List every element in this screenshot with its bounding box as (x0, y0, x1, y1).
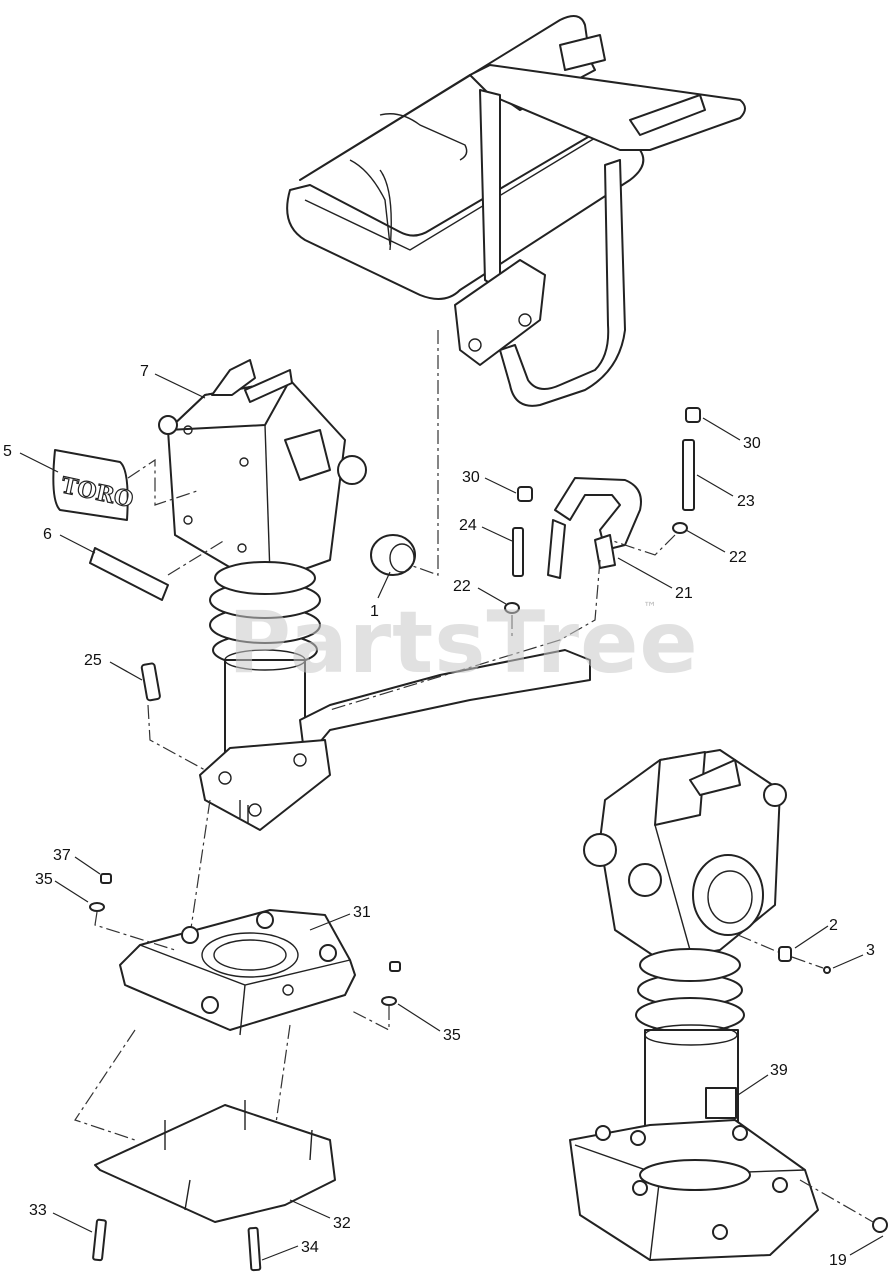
callout-6: 6 (43, 526, 52, 543)
part-23-bolt (682, 439, 695, 511)
callout-31: 31 (353, 904, 371, 921)
part-35a-washer (89, 902, 105, 912)
part-37-nut (100, 873, 112, 884)
part-22b-washer (672, 522, 688, 534)
callout-2: 2 (829, 917, 838, 934)
watermark: PartsTree ™ (228, 593, 699, 693)
part-30a-cap (517, 486, 533, 502)
part-35b-washer (381, 961, 401, 1006)
callout-32: 32 (333, 1215, 351, 1232)
callout-37: 37 (53, 847, 71, 864)
callout-22a: 22 (453, 578, 471, 595)
callout-24: 24 (459, 517, 477, 534)
callout-39: 39 (770, 1062, 788, 1079)
part-30b-cap (685, 407, 701, 423)
part-1-buffer (370, 534, 416, 576)
part-6-label (89, 547, 169, 601)
callout-34: 34 (301, 1239, 319, 1256)
callout-35a: 35 (35, 871, 53, 888)
callout-22b: 22 (729, 549, 747, 566)
callout-1: 1 (370, 603, 379, 620)
part-5-decal: TORO (52, 449, 136, 521)
part-21-handle-lever (547, 477, 642, 579)
callout-21: 21 (675, 585, 693, 602)
part-31-foot-plate (119, 909, 356, 1036)
callout-7: 7 (140, 363, 149, 380)
callout-labels: 7 5 6 1 25 30 24 22 30 23 22 21 37 35 31… (3, 363, 875, 1269)
part-34-bolt (247, 1226, 262, 1272)
callout-5: 5 (3, 443, 12, 460)
handle-frame (286, 15, 746, 407)
bellows-leg (199, 561, 591, 831)
callout-23: 23 (737, 493, 755, 510)
part-3-screw (823, 966, 831, 974)
part-22a-washer (504, 602, 520, 614)
callout-3: 3 (866, 942, 875, 959)
part-39-decal (705, 1087, 737, 1119)
callout-33: 33 (29, 1202, 47, 1219)
callout-30a: 30 (462, 469, 480, 486)
watermark-text: PartsTree (228, 593, 699, 693)
leader-lines (19, 373, 884, 1261)
assembled-rammer (569, 749, 819, 1261)
part-2-clip (778, 946, 792, 962)
part-24-bolt (512, 527, 524, 577)
part-32-pad (94, 1100, 336, 1223)
callout-25: 25 (84, 652, 102, 669)
callout-19: 19 (829, 1252, 847, 1269)
engine-housing (158, 359, 367, 586)
watermark-trademark: ™ (643, 600, 657, 616)
part-25-bolt (140, 662, 161, 702)
callout-35b: 35 (443, 1027, 461, 1044)
callout-30b: 30 (743, 435, 761, 452)
part-19-fitting (872, 1217, 888, 1233)
part-33-bolt (92, 1218, 107, 1262)
